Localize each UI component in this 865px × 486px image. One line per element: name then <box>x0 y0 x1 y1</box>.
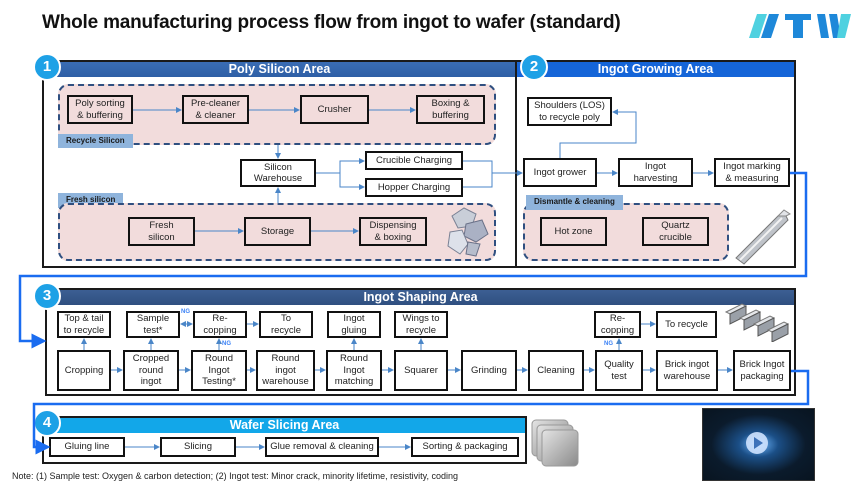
shaping-top-step[interactable]: Sample test* <box>126 311 180 338</box>
shaping-step[interactable]: Quality test <box>595 350 643 391</box>
ingot-rod-image <box>735 209 791 265</box>
process-step[interactable]: Fresh silicon <box>128 217 195 246</box>
area-header: Wafer Slicing Area <box>44 418 525 433</box>
hot-zone[interactable]: Hot zone <box>540 217 607 246</box>
shaping-step[interactable]: Cropped round ingot <box>123 350 179 391</box>
slicing-step[interactable]: Glue removal & cleaning <box>265 437 379 457</box>
brick-ingots-image <box>724 303 790 342</box>
shaping-step[interactable]: Round Ingot Testing* <box>191 350 247 391</box>
quartz-crucible[interactable]: Quartz crucible <box>642 217 709 246</box>
shaping-step[interactable]: Round ingot warehouse <box>256 350 315 391</box>
area-number-badge: 1 <box>33 53 61 81</box>
shaping-step[interactable]: Cleaning <box>528 350 584 391</box>
ingot-harvesting[interactable]: Ingot harvesting <box>618 158 693 187</box>
silicon-warehouse[interactable]: Silicon Warehouse <box>240 159 316 187</box>
ng-label: NG <box>604 341 613 347</box>
ingot-grower[interactable]: Ingot grower <box>523 158 597 187</box>
shaping-step[interactable]: Round Ingot matching <box>326 350 382 391</box>
slicing-step[interactable]: Gluing line <box>49 437 125 457</box>
shaping-top-step[interactable]: Wings to recycle <box>394 311 448 338</box>
area-number-badge: 3 <box>33 282 61 310</box>
area-header: Poly Silicon Area <box>44 62 515 77</box>
shaping-top-step[interactable]: Ingot gluing <box>327 311 381 338</box>
process-step[interactable]: Boxing & buffering <box>416 95 485 124</box>
shaping-step[interactable]: Brick ingot warehouse <box>656 350 718 391</box>
shaping-top-step[interactable]: To recycle <box>259 311 313 338</box>
shaping-step[interactable]: Brick Ingot packaging <box>733 350 791 391</box>
hopper-charging[interactable]: Hopper Charging <box>365 178 463 197</box>
ng-label: NG <box>222 341 231 347</box>
process-step[interactable]: Storage <box>244 217 311 246</box>
slicing-step[interactable]: Slicing <box>160 437 236 457</box>
process-step[interactable]: Poly sorting & buffering <box>67 95 133 124</box>
play-icon[interactable] <box>746 432 768 454</box>
ng-label: NG <box>181 309 190 315</box>
recycle-silicon-tag: Recycle Silicon <box>58 134 133 148</box>
crucible-charging[interactable]: Crucible Charging <box>365 151 463 170</box>
wafers-image <box>531 419 579 467</box>
atw-logo <box>749 14 851 38</box>
shaping-top-step[interactable]: Top & tail to recycle <box>57 311 111 338</box>
process-step[interactable]: Dispensing & boxing <box>359 217 427 246</box>
ingot-marking[interactable]: Ingot marking & measuring <box>714 158 790 187</box>
shaping-top-step[interactable]: Re- copping <box>594 311 641 338</box>
page-title: Whole manufacturing process flow from in… <box>42 12 621 33</box>
area-header: Ingot Growing Area <box>517 62 794 77</box>
footnote: Note: (1) Sample test: Oxygen & carbon d… <box>12 471 459 481</box>
area-number-badge: 2 <box>520 53 548 81</box>
area-number-badge: 4 <box>33 409 61 437</box>
shaping-step[interactable]: Squarer <box>394 350 448 391</box>
area-header: Ingot Shaping Area <box>47 290 794 305</box>
shoulders-to-recycle[interactable]: Shoulders (LOS) to recycle poly <box>527 97 612 126</box>
shaping-step[interactable]: Cropping <box>57 350 111 391</box>
silicon-chunks-image <box>447 207 489 257</box>
shaping-top-step[interactable]: Re- copping <box>193 311 247 338</box>
process-step[interactable]: Pre-cleaner & cleaner <box>182 95 249 124</box>
dismantle-tag: Dismantle & cleaning <box>526 195 623 210</box>
shaping-top-step[interactable]: To recycle <box>656 311 717 338</box>
slicing-step[interactable]: Sorting & packaging <box>411 437 519 457</box>
shaping-step[interactable]: Grinding <box>461 350 517 391</box>
process-step[interactable]: Crusher <box>300 95 369 124</box>
